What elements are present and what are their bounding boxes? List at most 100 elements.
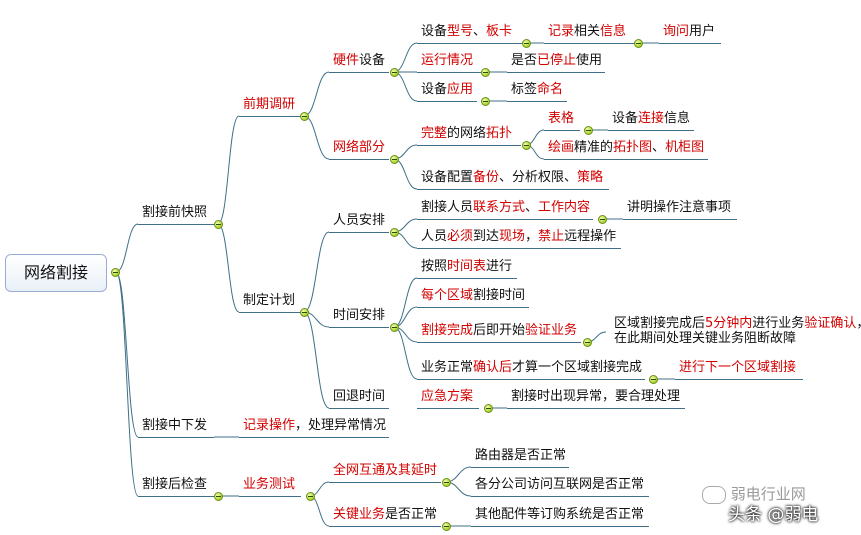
node-text: 机柜图 bbox=[665, 140, 705, 155]
node-text: ，处理异常情况 bbox=[295, 418, 387, 433]
connector bbox=[393, 277, 418, 328]
node-n123[interactable]: 回退时间 bbox=[333, 389, 385, 405]
collapse-icon[interactable] bbox=[390, 228, 399, 237]
node-a1[interactable]: 设备型号、板卡 bbox=[421, 24, 512, 40]
collapse-icon[interactable] bbox=[300, 308, 309, 317]
collapse-icon[interactable] bbox=[481, 97, 490, 106]
node-n111[interactable]: 硬件设备 bbox=[333, 53, 385, 69]
node-text: 制定计划 bbox=[243, 293, 296, 308]
node-b1a[interactable]: 表格 bbox=[548, 111, 574, 127]
node-text: 拓扑图 bbox=[613, 140, 653, 155]
node-n121[interactable]: 人员安排 bbox=[333, 213, 385, 229]
node-n112[interactable]: 网络部分 bbox=[333, 140, 385, 156]
node-b2[interactable]: 设备配置备份、分析权限、策略 bbox=[421, 170, 603, 186]
collapse-icon[interactable] bbox=[584, 126, 593, 135]
node-d3c[interactable]: 在此期间处理关键业务阻断故障 bbox=[614, 331, 796, 347]
collapse-icon[interactable] bbox=[442, 478, 451, 487]
node-g11b[interactable]: 各分公司访问互联网是否正常 bbox=[475, 477, 644, 493]
node-n3[interactable]: 割接后检查 bbox=[142, 477, 207, 493]
connector bbox=[303, 231, 330, 313]
node-underline bbox=[329, 408, 389, 409]
node-d4b[interactable]: 进行下一个区域割接 bbox=[679, 360, 796, 376]
node-text: 精准的 bbox=[574, 140, 614, 155]
node-d3b[interactable]: 区域割接完成后5分钟内进行业务验证确认， bbox=[614, 316, 861, 332]
collapse-icon[interactable] bbox=[442, 522, 451, 531]
node-a3b[interactable]: 标签命名 bbox=[511, 82, 563, 98]
node-n122[interactable]: 时间安排 bbox=[333, 308, 385, 324]
connector bbox=[115, 271, 139, 438]
node-g12[interactable]: 关键业务是否正常 bbox=[333, 507, 437, 523]
collapse-icon[interactable] bbox=[390, 323, 399, 332]
node-underline bbox=[471, 496, 649, 497]
node-e1b[interactable]: 割接时出现异常，要合理处理 bbox=[511, 389, 680, 405]
watermark-line1: 弱电行业网 bbox=[730, 485, 806, 503]
node-d4[interactable]: 业务正常确认后才算一个区域割接完成 bbox=[421, 360, 642, 376]
node-text: 标签 bbox=[511, 82, 538, 97]
node-text: 相关 bbox=[574, 24, 601, 39]
collapse-icon[interactable] bbox=[522, 141, 531, 150]
node-text: 已停止 bbox=[537, 53, 577, 68]
collapse-icon-root[interactable] bbox=[111, 268, 120, 277]
node-underline bbox=[544, 159, 708, 160]
node-text: 割接中下发 bbox=[142, 418, 208, 433]
node-n2[interactable]: 割接中下发 bbox=[142, 418, 207, 434]
node-underline bbox=[239, 437, 389, 438]
node-text: 型号 bbox=[447, 24, 474, 39]
root-node[interactable]: 网络割接 bbox=[5, 254, 107, 292]
collapse-icon[interactable] bbox=[598, 215, 607, 224]
collapse-icon[interactable] bbox=[214, 492, 223, 501]
collapse-icon[interactable] bbox=[300, 112, 309, 121]
node-b1b[interactable]: 绘画精准的拓扑图、机柜图 bbox=[548, 140, 704, 156]
collapse-icon[interactable] bbox=[390, 68, 399, 77]
node-text: 联系方式 bbox=[473, 200, 526, 215]
node-d2[interactable]: 每个区域割接时间 bbox=[421, 288, 525, 304]
node-text: 拓扑 bbox=[486, 126, 513, 141]
node-a3[interactable]: 设备应用 bbox=[421, 82, 473, 98]
node-g11[interactable]: 全网互通及其延时 bbox=[333, 463, 437, 479]
node-g11a[interactable]: 路由器是否正常 bbox=[475, 448, 566, 464]
node-text: 绘画 bbox=[548, 140, 575, 155]
node-text: 区域割接完成后 bbox=[614, 316, 706, 331]
node-text: 5分钟内 bbox=[705, 316, 753, 331]
node-b1[interactable]: 完整的网络拓扑 bbox=[421, 126, 512, 142]
node-c2[interactable]: 人员必须到达现场，禁止远程操作 bbox=[421, 229, 616, 245]
node-c1[interactable]: 割接人员联系方式、工作内容 bbox=[421, 200, 590, 216]
collapse-icon[interactable] bbox=[583, 338, 592, 347]
node-a2b[interactable]: 是否已停止使用 bbox=[511, 53, 602, 69]
watermark-top: 弱电行业网 bbox=[702, 483, 806, 504]
node-g12a[interactable]: 其他配件等订购系统是否正常 bbox=[475, 507, 644, 523]
connector bbox=[393, 158, 418, 190]
node-text: 板卡 bbox=[486, 24, 513, 39]
node-f1[interactable]: 记录操作，处理异常情况 bbox=[243, 418, 386, 434]
collapse-icon[interactable] bbox=[306, 492, 315, 501]
node-n12[interactable]: 制定计划 bbox=[243, 293, 295, 309]
node-d3[interactable]: 割接完成后即开始验证业务 bbox=[421, 323, 577, 339]
node-text: 割接人员 bbox=[421, 200, 474, 215]
node-a2[interactable]: 运行情况 bbox=[421, 53, 473, 69]
node-b1a1[interactable]: 设备连接信息 bbox=[612, 111, 690, 127]
node-c1b[interactable]: 讲明操作注意事项 bbox=[627, 200, 731, 216]
collapse-icon[interactable] bbox=[390, 155, 399, 164]
node-a1b[interactable]: 记录相关信息 bbox=[548, 24, 626, 40]
node-e1[interactable]: 应急方案 bbox=[421, 389, 473, 405]
node-text: 讲明操作注意事项 bbox=[627, 200, 732, 215]
collapse-icon[interactable] bbox=[484, 404, 493, 413]
node-d1[interactable]: 按照时间表进行 bbox=[421, 259, 512, 275]
collapse-icon[interactable] bbox=[214, 220, 223, 229]
collapse-icon[interactable] bbox=[634, 39, 643, 48]
node-g1[interactable]: 业务测试 bbox=[243, 477, 295, 493]
node-text: 在此期间处理关键业务阻断故障 bbox=[614, 331, 797, 346]
collapse-icon[interactable] bbox=[649, 375, 658, 384]
node-text: 表格 bbox=[548, 111, 575, 126]
node-text: 回退时间 bbox=[333, 389, 386, 404]
collapse-icon[interactable] bbox=[481, 68, 490, 77]
node-text: 设备 bbox=[612, 111, 639, 126]
node-text: 命名 bbox=[537, 82, 564, 97]
node-text: 、 bbox=[652, 140, 666, 155]
collapse-icon[interactable] bbox=[522, 39, 531, 48]
node-n11[interactable]: 前期调研 bbox=[243, 97, 295, 113]
node-text: 是否 bbox=[511, 53, 538, 68]
node-text: 应用 bbox=[447, 82, 474, 97]
node-a1c[interactable]: 询问用户 bbox=[663, 24, 715, 40]
node-n1[interactable]: 割接前快照 bbox=[142, 205, 207, 221]
